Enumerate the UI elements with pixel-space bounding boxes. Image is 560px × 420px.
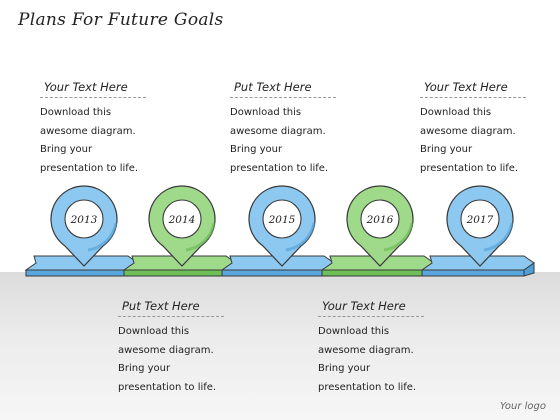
text-block-heading: Put Text Here [230, 80, 336, 98]
text-block-bottom-1: Put Text Here Download this awesome diag… [118, 299, 224, 397]
milestone-year-label: 2015 [268, 214, 296, 226]
text-block-line: awesome diagram. [230, 125, 326, 137]
text-block-line: presentation to life. [40, 162, 139, 174]
text-block-top-3: Your Text Here Download this awesome dia… [420, 80, 526, 178]
floor-shadow [0, 272, 560, 420]
text-block-line: Download this [118, 326, 190, 337]
text-block-line: Bring your [118, 363, 171, 374]
map-pin-icon: 2015 [248, 185, 316, 267]
text-block-line: presentation to life. [420, 162, 519, 174]
text-block-line: awesome diagram. [318, 344, 414, 356]
text-block-line: presentation to life. [230, 162, 329, 174]
map-pin-icon: 2016 [346, 185, 414, 267]
timeline-arrows [24, 255, 535, 277]
text-block-line: presentation to life. [318, 381, 417, 393]
milestone-year-label: 2017 [466, 214, 494, 226]
milestone-year-label: 2016 [366, 214, 394, 226]
text-block-line: presentation to life. [118, 381, 217, 393]
text-block-top-1: Your Text Here Download this awesome dia… [40, 80, 146, 178]
text-block-line: Bring your [40, 144, 93, 155]
milestone-year-label: 2013 [70, 214, 98, 226]
logo-text: Your logo [499, 401, 546, 412]
text-block-heading: Put Text Here [118, 299, 224, 317]
text-block-line: Download this [420, 107, 492, 118]
text-block-line: awesome diagram. [118, 344, 214, 356]
text-block-top-2: Put Text Here Download this awesome diag… [230, 80, 336, 178]
text-block-heading: Your Text Here [318, 299, 424, 317]
map-pin-icon: 2017 [446, 185, 514, 267]
text-block-heading: Your Text Here [420, 80, 526, 98]
text-block-line: Bring your [318, 363, 371, 374]
map-pin-icon: 2014 [148, 185, 216, 267]
page-title: Plans For Future Goals [18, 10, 224, 30]
text-block-heading: Your Text Here [40, 80, 146, 98]
text-block-line: Download this [318, 326, 390, 337]
text-block-line: Bring your [420, 144, 473, 155]
milestone-year-label: 2014 [168, 214, 196, 226]
text-block-line: Download this [40, 107, 112, 118]
text-block-line: awesome diagram. [40, 125, 136, 137]
map-pin-icon: 2013 [50, 185, 118, 267]
text-block-line: Bring your [230, 144, 283, 155]
text-block-line: awesome diagram. [420, 125, 516, 137]
text-block-bottom-2: Your Text Here Download this awesome dia… [318, 299, 424, 397]
milestone-pins: 2013 2014 2015 2016 2017 [50, 185, 514, 267]
text-block-line: Download this [230, 107, 302, 118]
